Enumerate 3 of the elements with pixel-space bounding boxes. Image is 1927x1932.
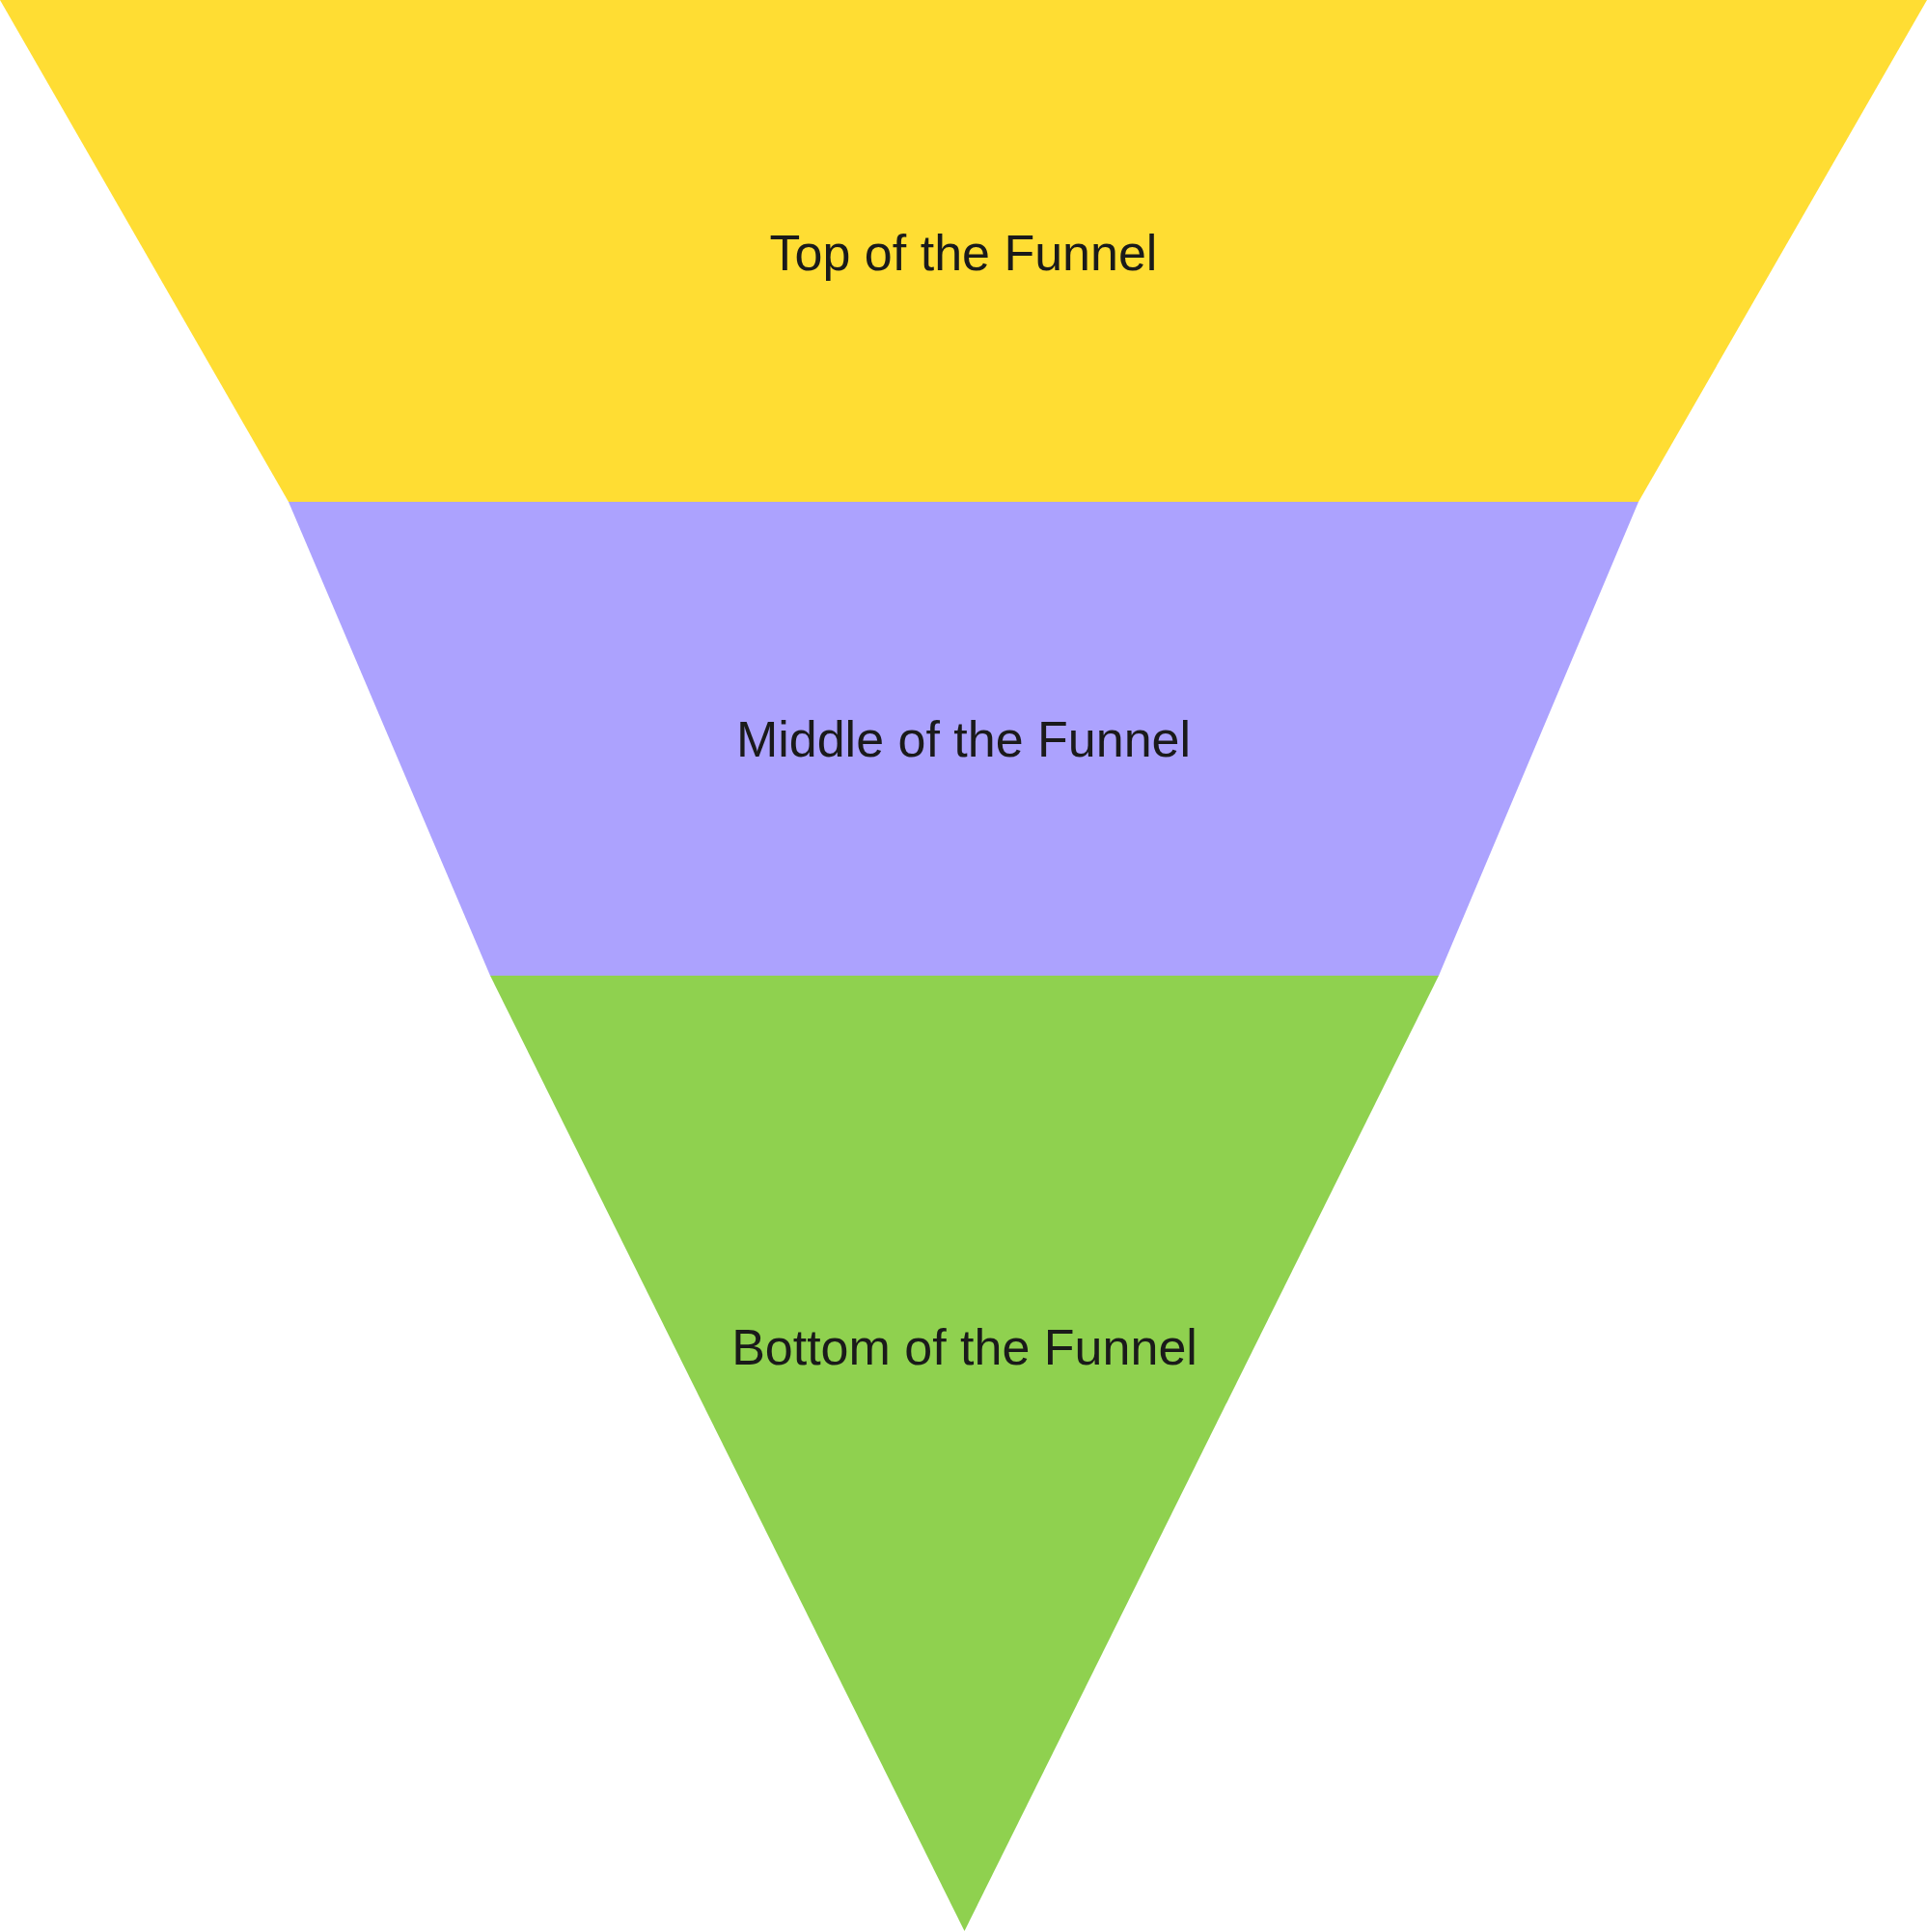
stage-label: Top of the Funnel (769, 224, 1158, 283)
stage-label: Bottom of the Funnel (731, 1318, 1197, 1377)
stage-label: Middle of the Funnel (735, 710, 1192, 769)
